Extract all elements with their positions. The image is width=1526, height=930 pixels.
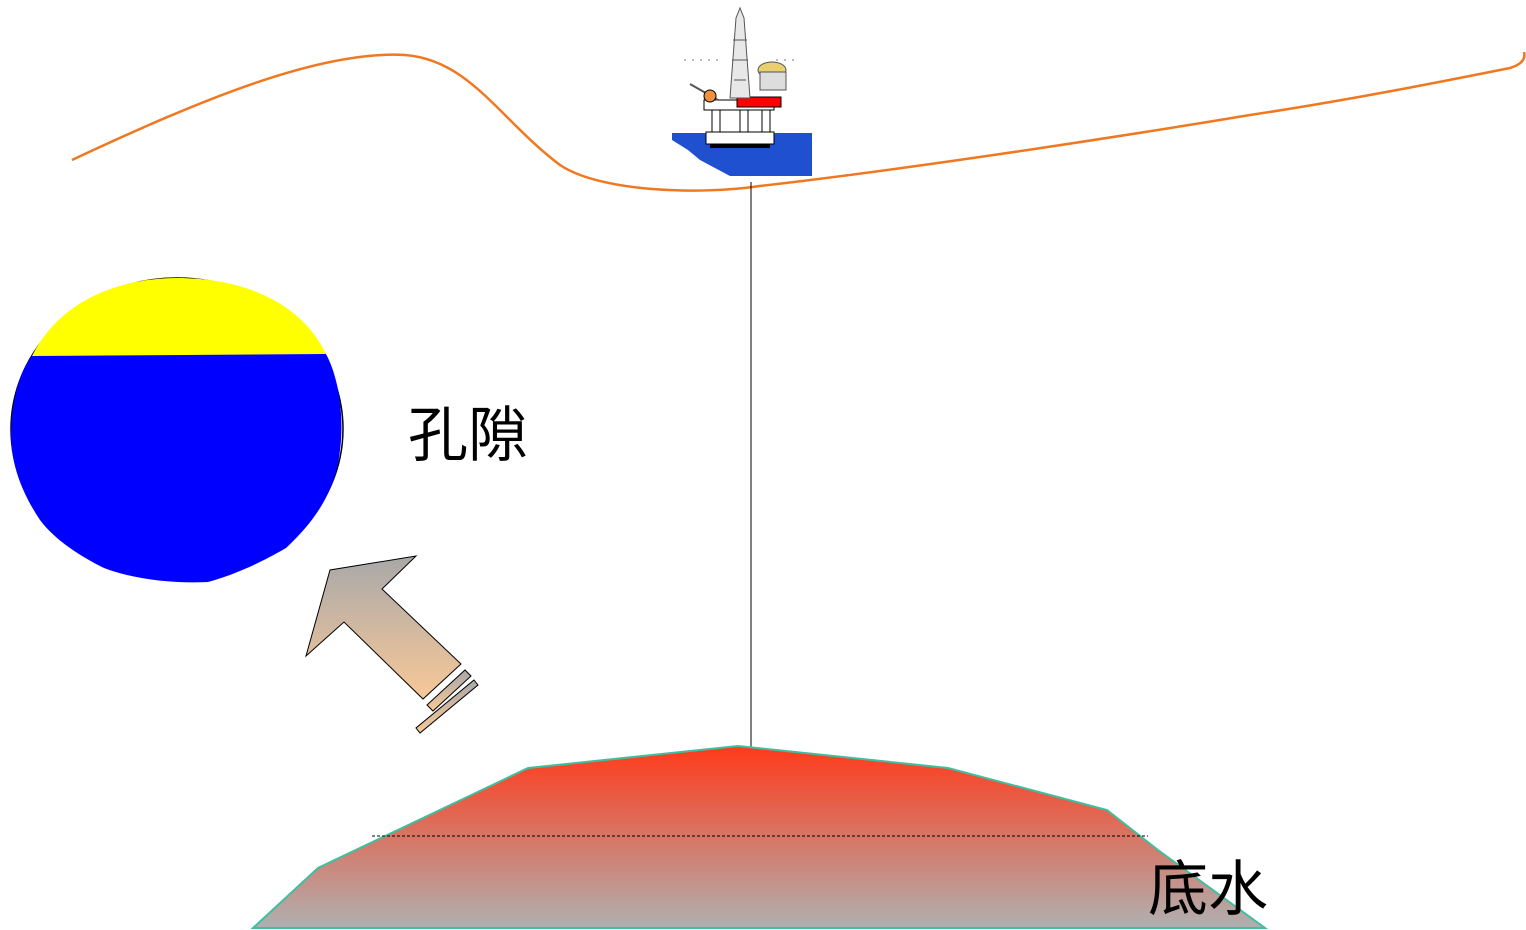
arrow-tail-stripe-2 [415, 679, 479, 734]
migration-arrow [305, 555, 479, 734]
pore-water-fill [10, 354, 342, 583]
arrow-main [305, 555, 462, 700]
reservoir [250, 744, 1269, 929]
seabed-line [71, 51, 1526, 192]
arrow-tail-stripe-1 [426, 669, 472, 712]
pore-circle [10, 277, 344, 583]
offshore-drilling-platform-icon [666, 6, 816, 176]
bottom-water-label: 底水 [1148, 855, 1268, 925]
pore-oil-fill [32, 278, 326, 356]
pore-label: 孔隙 [408, 401, 528, 471]
